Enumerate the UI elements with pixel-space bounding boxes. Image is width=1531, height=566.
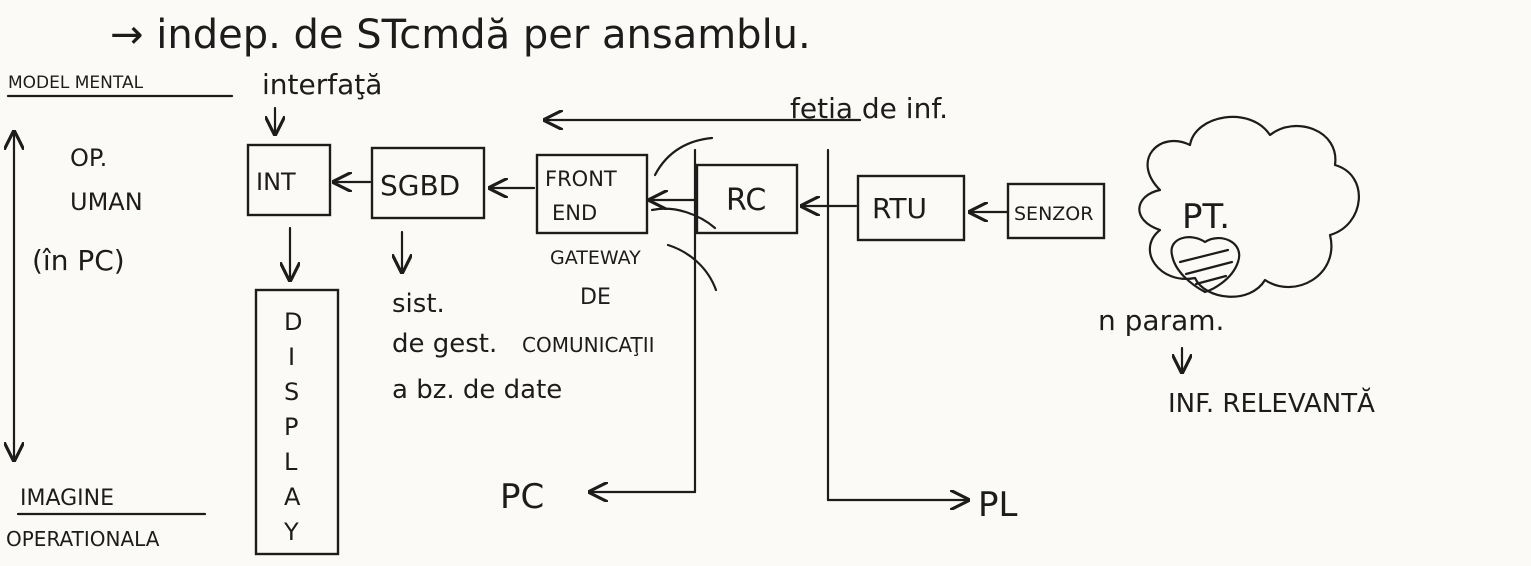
rc-label: RC [726, 183, 766, 218]
model-mental-label: MODEL MENTAL [8, 73, 144, 93]
display-letter-s: S [284, 378, 299, 406]
imagine-label: IMAGINE [20, 486, 114, 511]
rtu-label: RTU [872, 192, 927, 225]
front-label: FRONT [545, 167, 617, 191]
display-letter-a: A [284, 483, 301, 511]
heart-hatch-3 [1194, 274, 1228, 286]
pc-label: PC [500, 477, 544, 517]
pt-label: PT. [1182, 197, 1230, 237]
rc-block [695, 163, 799, 235]
heart-hatch-1 [1178, 248, 1230, 264]
gateway-swirl-1 [653, 136, 714, 177]
display-letter-y: Y [283, 518, 299, 546]
pt-cloud [1138, 115, 1360, 298]
end-label: END [552, 201, 597, 225]
rtu-block [856, 174, 966, 242]
display-letter-d: D [284, 308, 302, 336]
int-block [246, 143, 332, 217]
display-block [254, 288, 340, 556]
a-bz-label: a bz. de date [392, 375, 562, 405]
interfata-label: interfaţă [262, 68, 382, 101]
sgbd-block [370, 146, 486, 220]
pl-label: PL [978, 485, 1018, 525]
gateway-swirl-3 [666, 243, 718, 292]
comunicatii-label: COMUNICAŢII [522, 333, 655, 357]
sist-label: sist. [392, 289, 445, 319]
frontend-block [535, 153, 649, 235]
sgbd-label: SGBD [380, 169, 460, 202]
fetia-label: fetia de inf. [790, 92, 948, 125]
heart-shape [1170, 236, 1241, 294]
heart-hatch-2 [1184, 260, 1234, 276]
in-pc-label: (în PC) [32, 244, 125, 277]
uman-label: UMAN [70, 188, 143, 216]
senzor-label: SENZOR [1014, 203, 1093, 225]
header-note: → indep. de STcmdă per ansamblu. [110, 12, 811, 58]
int-label: INT [256, 168, 296, 196]
operationala-label: OPERATIONALA [6, 527, 160, 551]
inf-relevanta-label: INF. RELEVANTĂ [1168, 386, 1375, 419]
de-label: DE [580, 285, 611, 310]
display-letter-i: I [288, 343, 295, 371]
display-letter-l: L [284, 448, 298, 476]
gateway-swirl-2 [650, 207, 717, 230]
de-gest-label: de gest. [392, 329, 497, 359]
op-label: OP. [70, 144, 107, 172]
display-letter-p: P [284, 413, 298, 441]
senzor-block [1006, 182, 1106, 240]
n-param-label: n param. [1098, 304, 1224, 337]
gateway-label: GATEWAY [550, 247, 641, 269]
